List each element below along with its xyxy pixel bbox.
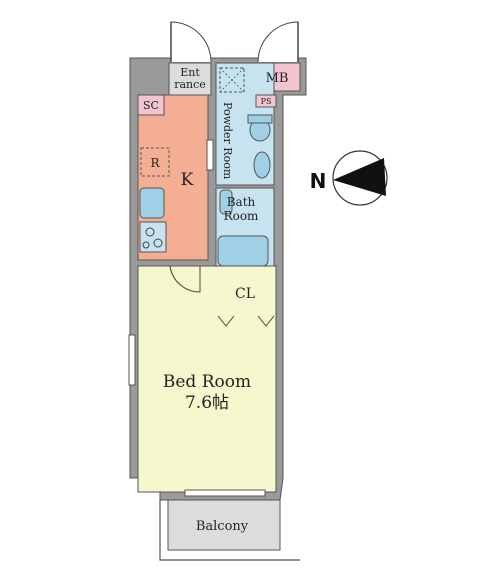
washbasin [253, 151, 271, 179]
bath-sink [219, 189, 233, 215]
mb-label: MB [266, 71, 289, 86]
bathtub [217, 235, 269, 267]
closet-label: CL [235, 286, 255, 302]
compass: N [310, 150, 388, 206]
fridge-box [140, 147, 170, 177]
kitchen-sink [139, 187, 165, 219]
entrance-label-1: Ent [180, 66, 200, 79]
mb-door-swing [257, 21, 299, 63]
fridge-label: R [150, 156, 160, 170]
bedroom-size-label: 7.6帖 [185, 393, 229, 413]
entrance-label-2: rance [174, 78, 206, 91]
ps-label: PS [261, 97, 272, 106]
sc-label: SC [143, 99, 159, 112]
bedroom-label: Bed Room [163, 372, 251, 392]
balcony-rail [159, 500, 300, 561]
ps-area [255, 94, 277, 108]
compass-arrow-icon [333, 158, 386, 196]
bedroom-window [184, 489, 266, 497]
bath-label-2: Room [224, 209, 259, 223]
balcony-label: Balcony [196, 519, 249, 534]
kitchen-window [206, 139, 214, 171]
closet-doors [217, 315, 275, 327]
bedroom-side-window [128, 334, 136, 386]
bedroom-door-swing [169, 265, 201, 293]
entrance-door-swing [170, 21, 212, 63]
powder-room-box [219, 67, 245, 93]
sc-area [137, 94, 165, 116]
powder-room-label: Powder Room [221, 102, 234, 180]
balcony-area [167, 499, 281, 551]
kitchen-label: K [181, 170, 194, 190]
compass-north-label: N [310, 169, 327, 193]
entrance-area [168, 62, 212, 96]
bath-label-1: Bath [227, 195, 256, 209]
stove [139, 221, 167, 253]
